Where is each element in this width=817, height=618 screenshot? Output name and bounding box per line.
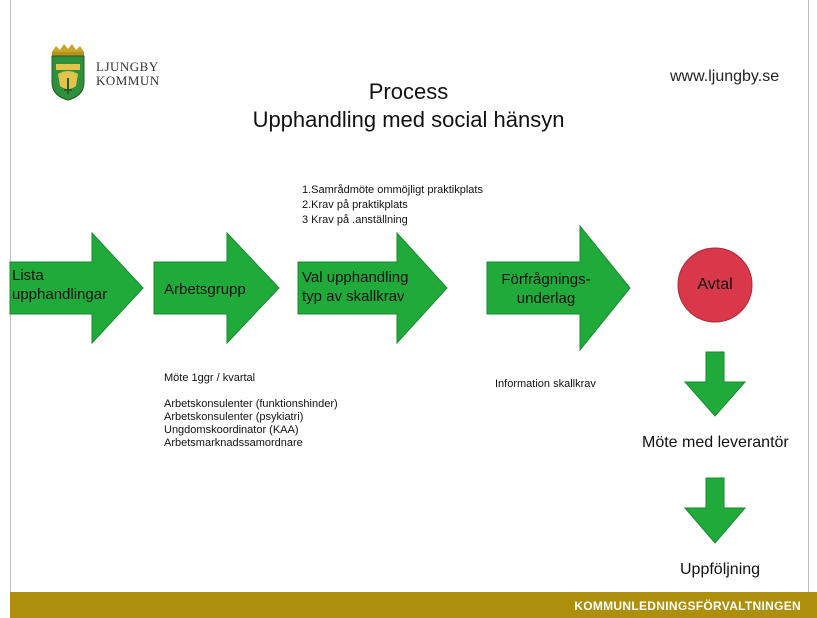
avtal-label: Avtal [697, 276, 733, 293]
mote-med-leverantor-label: Möte med leverantör [642, 434, 789, 451]
arrow-label-val-line-2: typ av skallkrav [302, 288, 405, 305]
steps-list: 1.Samrådmöte ommöjligt praktikplats 2.Kr… [302, 183, 483, 228]
down-arrow-2 [683, 477, 747, 544]
slide-title: Process Upphandling med social hänsyn [0, 78, 817, 134]
note-member-1: Arbetskonsulenter (funktionshinder) [164, 398, 338, 410]
logo-line-2: KOMMUN [96, 73, 160, 88]
ljungby-crest-logo [51, 44, 85, 101]
title-line-1: Process [368, 79, 449, 104]
arrow-label-arbetsgrupp: Arbetsgrupp [164, 280, 246, 299]
note-member-4: Arbetsmarknadssamordnare [164, 437, 303, 449]
arrow-label-val-upphandling: Val upphandling typ av skallkrav [302, 268, 408, 306]
arrow-label-forfragnings-line-1: Förfrågnings- [501, 271, 591, 288]
information-note: Information skallkrav [495, 378, 596, 390]
note-blank [164, 385, 338, 398]
arrow-val-upphandling [297, 231, 448, 345]
footer-department: KOMMUNLEDNINGSFÖRVALTNINGEN [574, 599, 801, 613]
logo-line-1: LJUNGBY [96, 59, 159, 74]
arrow-label-forfragnings-line-2: underlag [516, 290, 576, 307]
arrow-label-lista-line-1: Lista [12, 267, 44, 284]
down-arrow-1 [683, 351, 747, 417]
note-member-2: Arbetskonsulenter (psykiatri) [164, 411, 304, 423]
footer-bar: KOMMUNLEDNINGSFÖRVALTNINGEN [10, 592, 817, 618]
arrow-label-arbetsgrupp-line-1: Arbetsgrupp [164, 281, 246, 298]
avtal-circle [677, 247, 753, 323]
arrow-label-lista: Lista upphandlingar [12, 266, 107, 304]
note-member-3: Ungdomskoordinator (KAA) [164, 424, 299, 436]
title-line-2: Upphandling med social hänsyn [252, 107, 565, 132]
arrow-arbetsgrupp [153, 231, 280, 345]
step-1: 1.Samrådmöte ommöjligt praktikplats [302, 184, 483, 196]
uppfoljning-label: Uppföljning [680, 561, 761, 578]
arrow-forfragningsunderlag [486, 224, 631, 352]
step-3: 3 Krav på .anställning [302, 214, 408, 226]
arrow-lista [9, 231, 144, 345]
arrow-label-lista-line-2: upphandlingar [12, 286, 108, 303]
slide-border-right [808, 0, 809, 592]
step-2: 2.Krav på praktikplats [302, 199, 408, 211]
process-flow-graphic [9, 224, 753, 544]
arrow-label-forfragningsunderlag: Förfrågnings- underlag [496, 270, 596, 308]
logo-wordmark: LJUNGBY KOMMUN [96, 60, 160, 88]
website-url[interactable]: www.ljungby.se [670, 68, 780, 85]
arrow-label-val-line-1: Val upphandling [302, 269, 409, 286]
arbetsgrupp-notes: Möte 1ggr / kvartal Arbetskonsulenter (f… [164, 372, 338, 450]
note-meeting: Möte 1ggr / kvartal [164, 372, 256, 384]
